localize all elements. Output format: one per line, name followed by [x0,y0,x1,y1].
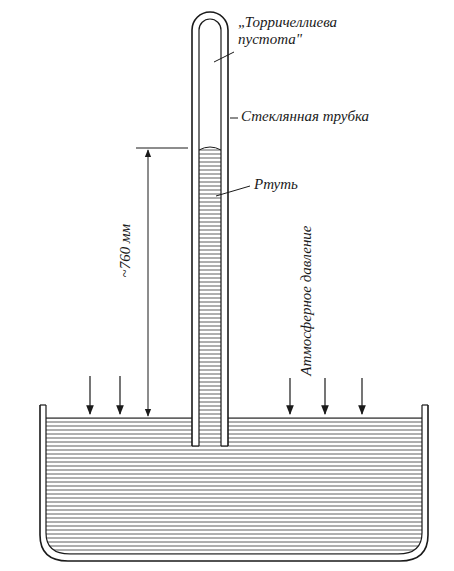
extension-line [136,148,188,149]
height-dimension: ~760 мм [117,223,134,277]
pressure-arrows [90,376,362,414]
tube-ground [192,24,228,446]
glass-tube-inner [199,19,221,446]
pressure-label: Атмосферное давление [298,225,315,375]
mercury-dish [46,418,422,554]
tube-label: Стеклянная трубка [241,108,431,125]
glass-tube-outer [192,12,228,446]
mercury-label: Ртуть [254,176,354,193]
dish-outer [40,405,428,561]
dish-inner [46,405,422,554]
vacuum-label: „Торричеллиева пустота" [238,14,378,49]
mercury-surface [46,417,422,418]
dimension-line [148,150,149,416]
mercury-column [199,147,221,446]
